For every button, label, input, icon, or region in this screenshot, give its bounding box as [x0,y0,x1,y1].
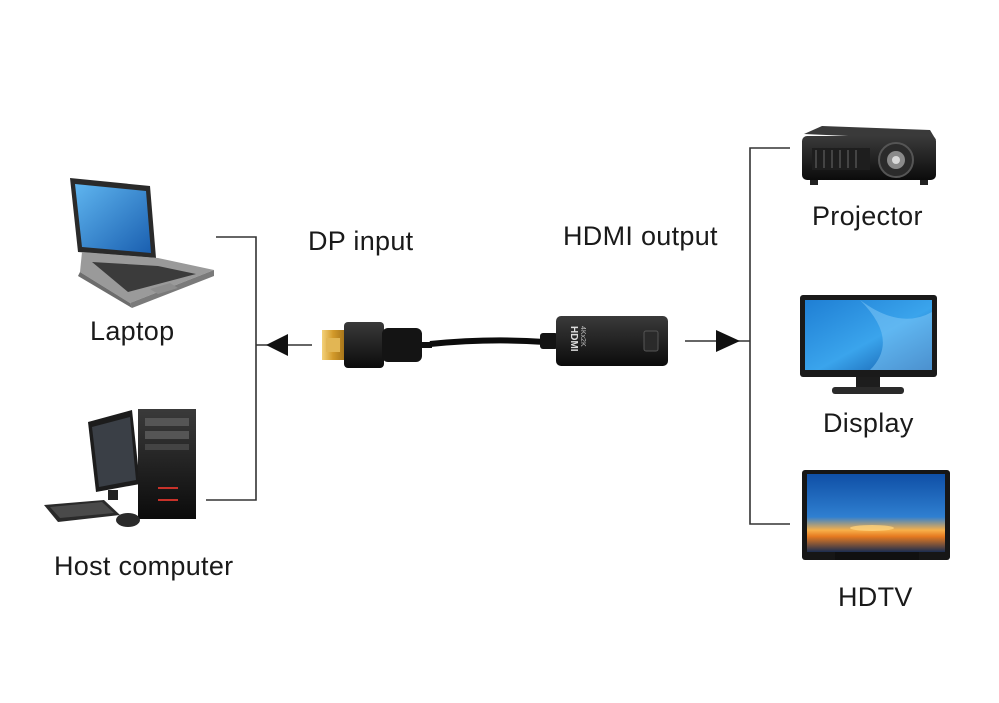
right-arrow-icon [716,330,740,352]
hdtv-icon [802,470,950,560]
host-computer-icon [44,409,196,527]
laptop-icon [70,178,214,308]
adapter-cable [429,337,546,347]
label-hdmi-output: HDMI output [563,221,718,251]
label-hdtv: HDTV [838,582,913,612]
hdmi-adapter-body [556,316,668,366]
label-dp-input: DP input [308,226,414,256]
right-connector-lines [685,147,790,525]
projector-icon [802,126,936,185]
adapter-text-4kx2k: 4Kx2K [579,326,586,347]
left-arrow-icon [266,334,288,356]
adapter-text-hdmi: HDMI [568,326,579,352]
display-monitor-icon [800,295,937,394]
label-display: Display [823,408,914,438]
left-connector-lines [206,236,312,501]
displayport-connector [322,322,432,368]
label-projector: Projector [812,201,923,231]
label-host-computer: Host computer [54,551,234,581]
label-laptop: Laptop [90,316,175,346]
